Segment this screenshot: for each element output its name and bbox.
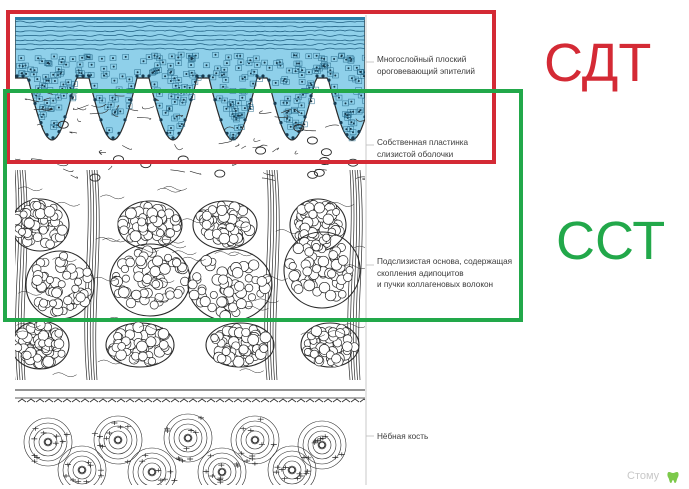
epithelium-layer xyxy=(15,17,365,142)
label-submucosa: Подслизистая основа, содержащая скоплени… xyxy=(377,256,525,291)
label-epithelium: Многослойный плоский ороговевающий эпите… xyxy=(377,54,525,77)
watermark-text: Стому xyxy=(627,470,660,482)
green-annotation-box xyxy=(3,89,523,322)
red-annotation-box xyxy=(6,10,496,164)
bone-layer xyxy=(15,389,365,485)
label-bone: Нёбная кость xyxy=(377,431,525,443)
label-lamina-line1: Собственная пластинка xyxy=(377,138,469,147)
label-submucosa-line1: Подслизистая основа, содержащая xyxy=(377,257,513,266)
red-annotation-label: СДТ xyxy=(544,33,652,93)
palate-section-illustration xyxy=(15,15,365,485)
green-annotation-label: ССТ xyxy=(556,211,666,271)
label-lamina-propria: Собственная пластинка слизистой оболочки xyxy=(377,137,525,160)
label-submucosa-line3: и пучки коллагеновых волокон xyxy=(377,280,494,289)
label-epithelium-line1: Многослойный плоский xyxy=(377,55,467,64)
leader-lines xyxy=(365,15,374,485)
submucosa-layer xyxy=(15,169,365,381)
label-epithelium-line2: ороговевающий эпителий xyxy=(377,66,475,76)
tooth-icon xyxy=(667,472,679,483)
label-lamina-line2: слизистой оболочки xyxy=(377,149,454,159)
label-submucosa-line2: скопления адипоцитов xyxy=(377,268,464,278)
label-bone-line1: Нёбная кость xyxy=(377,432,429,441)
